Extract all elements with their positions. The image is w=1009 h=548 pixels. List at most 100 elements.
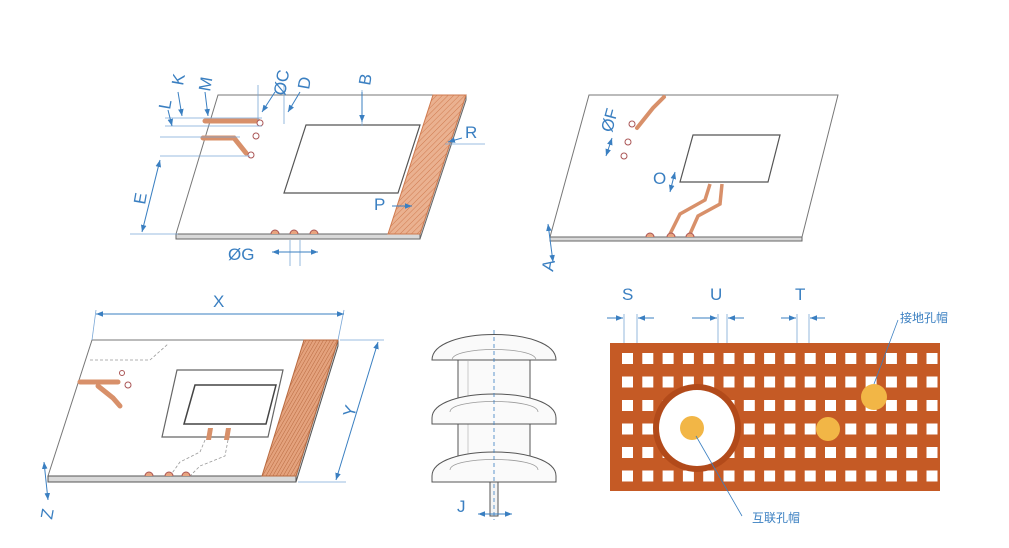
dim-arrow-k bbox=[177, 91, 184, 117]
pad bbox=[206, 428, 213, 440]
label-b: B bbox=[355, 72, 376, 86]
dim-arrow-z bbox=[41, 461, 51, 501]
grid-hole bbox=[825, 447, 836, 458]
grid-hole bbox=[804, 470, 816, 482]
grid-hole bbox=[885, 400, 897, 411]
interconnect-leader bbox=[695, 435, 743, 517]
copper-edge-strip bbox=[261, 339, 339, 477]
grid-hole bbox=[743, 423, 755, 435]
pad bbox=[224, 428, 231, 440]
grid-hole bbox=[885, 470, 897, 482]
via bbox=[256, 119, 264, 127]
grid-hole bbox=[926, 400, 938, 411]
grid-hole bbox=[784, 423, 796, 435]
grid-hole bbox=[764, 376, 776, 388]
ground-pad bbox=[816, 417, 840, 441]
edge-notch bbox=[685, 232, 695, 238]
grid-hole bbox=[682, 353, 694, 364]
copper-edge-strip bbox=[387, 94, 467, 235]
grid-hole bbox=[784, 376, 796, 388]
grid-hole bbox=[926, 423, 938, 435]
label-t: T bbox=[795, 285, 805, 304]
grid-hole bbox=[804, 423, 816, 435]
window-cutout bbox=[679, 134, 781, 183]
grid-hole bbox=[642, 447, 654, 458]
grid-hole bbox=[642, 400, 654, 411]
dim-arrow-o bbox=[668, 171, 677, 193]
edge-notch bbox=[164, 471, 174, 477]
grid-hole bbox=[662, 353, 674, 364]
grid-hole bbox=[825, 470, 836, 482]
edge-notch bbox=[645, 232, 655, 238]
grid-hole bbox=[723, 376, 735, 388]
via bbox=[247, 151, 255, 159]
label-u: U bbox=[710, 285, 722, 304]
dim-arrow-d bbox=[287, 91, 301, 113]
grid-hole bbox=[703, 376, 715, 388]
grid-hole bbox=[642, 423, 654, 435]
label-z: Z bbox=[37, 507, 58, 521]
edge-notch bbox=[181, 471, 191, 477]
grid-hole bbox=[784, 447, 796, 458]
grid-hole bbox=[825, 353, 836, 364]
label-e: E bbox=[130, 191, 151, 205]
grid-hole bbox=[906, 376, 918, 388]
grid-hole bbox=[845, 400, 857, 411]
interconnect-pad bbox=[680, 416, 704, 440]
top-right-board: ØF O A bbox=[538, 94, 839, 273]
label-p: P bbox=[374, 195, 385, 214]
grid-hole bbox=[784, 400, 796, 411]
grid-hole bbox=[906, 423, 918, 435]
grid-hole bbox=[764, 400, 776, 411]
grid-hole bbox=[845, 353, 857, 364]
grid-hole bbox=[906, 447, 918, 458]
label-g: ØG bbox=[228, 245, 254, 264]
window-cutout bbox=[183, 384, 277, 425]
grid-holes bbox=[622, 353, 938, 482]
grid-hole bbox=[662, 376, 674, 388]
edge-notch bbox=[270, 229, 280, 235]
grid-hole bbox=[906, 470, 918, 482]
grid-hole bbox=[622, 447, 633, 458]
grid-hole bbox=[804, 376, 816, 388]
label-y: Y bbox=[340, 403, 361, 419]
grid-hole bbox=[845, 470, 857, 482]
grid-hole bbox=[682, 470, 694, 482]
grid-hole bbox=[865, 376, 877, 388]
top-left-board: K M L E ØC D B R P ØG bbox=[130, 68, 485, 266]
board-edge bbox=[175, 233, 421, 240]
grid-hole bbox=[784, 353, 796, 364]
grid-hole bbox=[845, 376, 857, 388]
via bbox=[624, 138, 632, 146]
grid-hole bbox=[865, 470, 877, 482]
signal-trace-top bbox=[635, 95, 666, 130]
edge-notch bbox=[289, 229, 299, 235]
label-k: K bbox=[168, 72, 189, 87]
edge-notch bbox=[666, 232, 676, 238]
grid-hole bbox=[865, 353, 877, 364]
dim-arrow-y bbox=[335, 341, 379, 481]
grid-hole bbox=[743, 447, 755, 458]
grid-hole bbox=[764, 447, 776, 458]
ground-callout: 接地孔帽 bbox=[900, 310, 948, 325]
grid-hole bbox=[743, 470, 755, 482]
grid-hole bbox=[622, 423, 633, 435]
grid-hole bbox=[662, 470, 674, 482]
label-j: J bbox=[457, 497, 466, 516]
via bbox=[124, 381, 132, 389]
grid-hole bbox=[845, 423, 857, 435]
grid-hole bbox=[926, 470, 938, 482]
signal-trace-lower bbox=[200, 135, 249, 156]
grid-hole bbox=[906, 353, 918, 364]
label-o: O bbox=[653, 169, 666, 188]
via bbox=[252, 132, 260, 140]
edge-notch bbox=[144, 471, 154, 477]
grid-hole bbox=[743, 376, 755, 388]
grid-hole bbox=[642, 376, 654, 388]
dim-arrow-c bbox=[261, 91, 276, 113]
grid-hole bbox=[743, 353, 755, 364]
label-c: ØC bbox=[270, 68, 293, 96]
grid-hole bbox=[825, 376, 836, 388]
grid-hole bbox=[885, 376, 897, 388]
